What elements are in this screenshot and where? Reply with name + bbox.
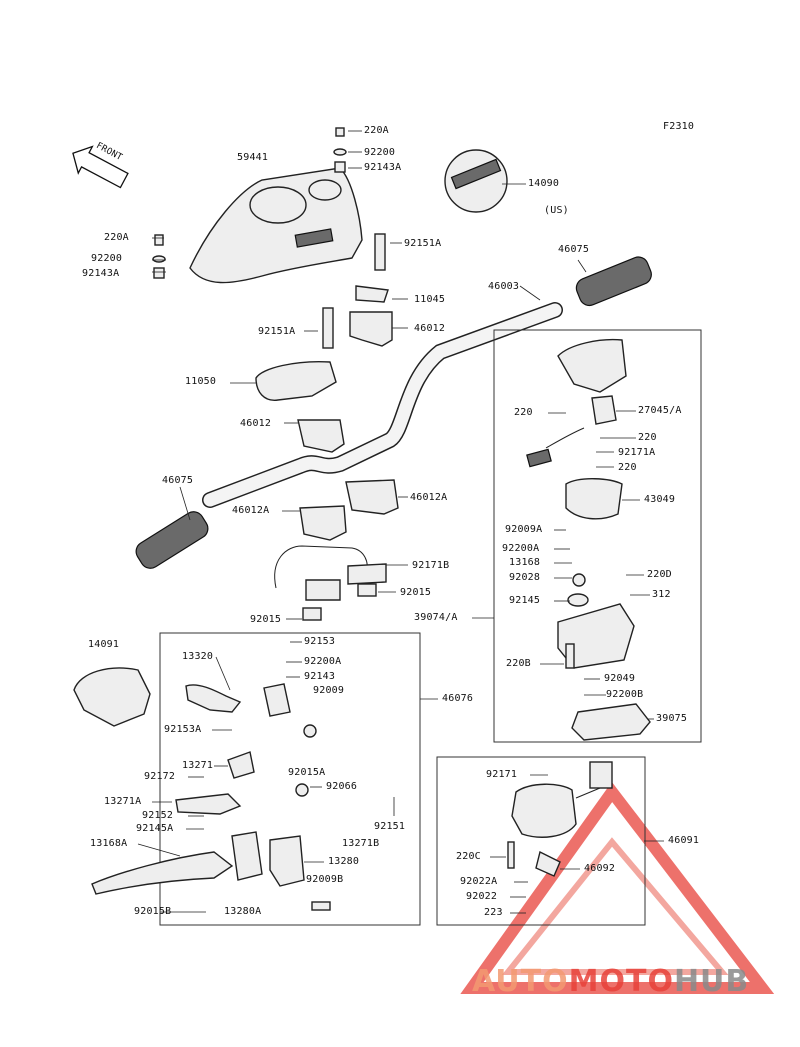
throttle-parts bbox=[526, 338, 651, 741]
lever-parts bbox=[91, 683, 331, 911]
bolts-top bbox=[152, 127, 386, 349]
part-label: 92200A bbox=[502, 543, 540, 554]
part-label: 92015A bbox=[288, 767, 326, 778]
part-label: 92200A bbox=[304, 656, 342, 667]
part-label: 92028 bbox=[509, 572, 541, 583]
meter-cover bbox=[189, 167, 363, 284]
part-label: 92153A bbox=[164, 724, 202, 735]
part-label: 220A bbox=[104, 232, 129, 243]
part-label: 223 bbox=[484, 907, 503, 918]
part-label: 92200B bbox=[606, 689, 644, 700]
part-label: 46092 bbox=[584, 863, 616, 874]
part-label: 92172 bbox=[144, 771, 176, 782]
part-label: 92049 bbox=[604, 673, 636, 684]
part-label: 46091 bbox=[668, 835, 700, 846]
part-label: 46012 bbox=[414, 323, 446, 334]
box-39074 bbox=[493, 329, 702, 743]
part-label: 92143A bbox=[364, 162, 402, 173]
part-label: 13280 bbox=[328, 856, 360, 867]
part-label: 14091 bbox=[88, 639, 120, 650]
part-label: 13168 bbox=[509, 557, 541, 568]
part-label: 220C bbox=[456, 851, 481, 862]
part-label: 92171 bbox=[486, 769, 518, 780]
part-label: 13271A bbox=[104, 796, 142, 807]
box-46076 bbox=[159, 632, 421, 926]
part-label: 92143 bbox=[304, 671, 336, 682]
part-label: 92015 bbox=[250, 614, 282, 625]
part-label: 92145A bbox=[136, 823, 174, 834]
part-label: 92145 bbox=[509, 595, 541, 606]
part-label: 92200 bbox=[91, 253, 123, 264]
part-label: 92009A bbox=[505, 524, 543, 535]
part-label: 27045/A bbox=[638, 405, 682, 416]
part-label: 92200 bbox=[364, 147, 396, 158]
part-label: 11045 bbox=[414, 294, 446, 305]
switch-parts bbox=[507, 761, 613, 877]
part-label: 46003 bbox=[488, 281, 520, 292]
part-label: 46075 bbox=[558, 244, 590, 255]
part-label: 39075 bbox=[656, 713, 688, 724]
watermark-part-2: MOTO bbox=[568, 964, 674, 999]
part-label: 92022 bbox=[466, 891, 498, 902]
part-label: 11050 bbox=[185, 376, 217, 387]
cover-14091 bbox=[73, 667, 151, 727]
part-label: 92066 bbox=[326, 781, 358, 792]
us-note: (US) bbox=[544, 205, 569, 216]
part-label: 220 bbox=[638, 432, 657, 443]
holder-clamps bbox=[255, 285, 399, 621]
part-label: 92151A bbox=[258, 326, 296, 337]
part-label: 13271B bbox=[342, 838, 380, 849]
part-label: 92171A bbox=[618, 447, 656, 458]
part-label: 92151 bbox=[374, 821, 406, 832]
grip-left bbox=[135, 511, 209, 569]
part-label: 14090 bbox=[528, 178, 560, 189]
watermark-triangle bbox=[460, 781, 775, 994]
figure-code: F2310 bbox=[663, 121, 695, 132]
part-label: 92015 bbox=[400, 587, 432, 598]
part-label: 92143A bbox=[82, 268, 120, 279]
part-label: 92152 bbox=[142, 810, 174, 821]
part-label: 312 bbox=[652, 589, 671, 600]
part-label: 220 bbox=[618, 462, 637, 473]
part-label: 43049 bbox=[644, 494, 676, 505]
part-label: 220B bbox=[506, 658, 531, 669]
part-label: 220A bbox=[364, 125, 389, 136]
grip-right bbox=[575, 256, 652, 307]
part-label: 92022A bbox=[460, 876, 498, 887]
part-label: 13271 bbox=[182, 760, 214, 771]
part-label: 92171B bbox=[412, 560, 450, 571]
part-label: 13320 bbox=[182, 651, 214, 662]
watermark-part-1: AUTO bbox=[472, 964, 569, 999]
part-label: 92009 bbox=[313, 685, 345, 696]
watermark-text: AUTOMOTOHUB bbox=[472, 964, 749, 999]
part-label: 46076 bbox=[442, 693, 474, 704]
part-label: 220 bbox=[514, 407, 533, 418]
part-label: 13168A bbox=[90, 838, 128, 849]
part-label: 46012A bbox=[232, 505, 270, 516]
front-arrow-icon bbox=[72, 145, 129, 189]
part-label: 13280A bbox=[224, 906, 262, 917]
part-label: 92009B bbox=[306, 874, 344, 885]
part-label: 46012A bbox=[410, 492, 448, 503]
part-label: 92015B bbox=[134, 906, 172, 917]
emblem-14090 bbox=[444, 149, 508, 213]
part-label: 46012 bbox=[240, 418, 272, 429]
leader-lines bbox=[137, 130, 664, 914]
handlebar bbox=[202, 302, 563, 508]
part-label: 220D bbox=[647, 569, 672, 580]
part-label: 46075 bbox=[162, 475, 194, 486]
part-label: 59441 bbox=[237, 152, 269, 163]
watermark-part-3: HUB bbox=[673, 964, 750, 999]
part-label: 92153 bbox=[304, 636, 336, 647]
part-label: 39074/A bbox=[414, 612, 458, 623]
part-label: 92151A bbox=[404, 238, 442, 249]
